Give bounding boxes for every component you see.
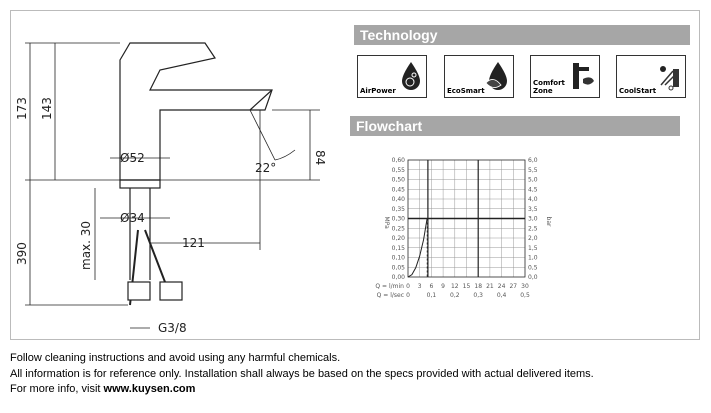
spec-frame bbox=[10, 10, 700, 340]
technology-header: Technology bbox=[354, 25, 690, 45]
x-tick-lmin: 18 bbox=[474, 283, 482, 290]
y-tick-left: 0,15 bbox=[392, 245, 406, 252]
y-tick-left: 0,00 bbox=[392, 274, 406, 281]
x-label-lmin: Q = l/min bbox=[375, 283, 404, 290]
coolstart-icon bbox=[660, 66, 679, 91]
x-tick-lmin: 0 bbox=[406, 283, 410, 290]
x-label-lsec: Q = l/sec bbox=[377, 292, 404, 299]
y-tick-left: 0,40 bbox=[392, 196, 406, 203]
footer-line-3: For more info, visit www.kuysen.com bbox=[10, 383, 195, 395]
y-tick-right: 5,0 bbox=[528, 177, 538, 184]
tech-ecosmart: EcoSmart bbox=[444, 55, 514, 98]
tech-label: AirPower bbox=[360, 87, 396, 95]
y-tick-right: 6,0 bbox=[528, 157, 538, 164]
dim-angle-22: 22° bbox=[255, 161, 276, 175]
y-tick-left: 0,35 bbox=[392, 206, 406, 213]
x-tick-lsec: 0,4 bbox=[497, 292, 507, 299]
tech-comfort-zone: Comfort Zone bbox=[530, 55, 600, 98]
x-tick-lsec: 0 bbox=[406, 292, 410, 299]
y-tick-right: 2,5 bbox=[528, 225, 538, 232]
flowchart-header: Flowchart bbox=[350, 116, 680, 136]
y-tick-right: 0,5 bbox=[528, 264, 538, 271]
x-tick-lmin: 6 bbox=[429, 283, 433, 290]
y-tick-left: 0,05 bbox=[392, 264, 406, 271]
x-tick-lmin: 3 bbox=[418, 283, 422, 290]
tech-airpower: AirPower bbox=[357, 55, 427, 98]
y-tick-right: 4,5 bbox=[528, 186, 538, 193]
x-tick-lsec: 0,1 bbox=[427, 292, 437, 299]
x-tick-lmin: 30 bbox=[521, 283, 529, 290]
y-label-right: bar bbox=[545, 217, 552, 227]
y-tick-right: 1,5 bbox=[528, 245, 538, 252]
x-tick-lsec: 0,3 bbox=[473, 292, 483, 299]
faucet-technical-drawing: 173 143 Ø52 22° 84 Ø34 max. 30 121 390 G… bbox=[15, 42, 327, 335]
footer-line-1: Follow cleaning instructions and avoid u… bbox=[10, 352, 341, 364]
x-tick-lmin: 21 bbox=[486, 283, 494, 290]
dim-173: 173 bbox=[15, 97, 29, 120]
y-tick-left: 0,30 bbox=[392, 216, 406, 223]
tech-label: Comfort Zone bbox=[533, 79, 565, 95]
x-tick-lmin: 27 bbox=[509, 283, 517, 290]
comfort-zone-faucet-icon bbox=[573, 63, 594, 89]
dim-390: 390 bbox=[15, 242, 29, 265]
dim-diameter-52: Ø52 bbox=[120, 151, 145, 165]
dim-diameter-34: Ø34 bbox=[120, 211, 145, 225]
y-tick-right: 1,0 bbox=[528, 255, 538, 262]
y-tick-right: 0,0 bbox=[528, 274, 538, 281]
y-tick-right: 5,5 bbox=[528, 167, 538, 174]
y-tick-left: 0,25 bbox=[392, 225, 406, 232]
y-tick-right: 4,0 bbox=[528, 196, 538, 203]
ecosmart-leaf-icon bbox=[485, 62, 507, 90]
y-label-left: MPa bbox=[383, 217, 390, 230]
y-tick-right: 3,5 bbox=[528, 206, 538, 213]
y-tick-left: 0,55 bbox=[392, 167, 406, 174]
dim-121: 121 bbox=[182, 236, 205, 250]
footer-prefix: For more info, visit bbox=[10, 383, 104, 395]
y-tick-left: 0,20 bbox=[392, 235, 406, 242]
x-tick-lmin: 12 bbox=[451, 283, 459, 290]
y-tick-left: 0,60 bbox=[392, 157, 406, 164]
x-tick-lsec: 0,5 bbox=[520, 292, 530, 299]
footer-line-2: All information is for reference only. I… bbox=[10, 368, 594, 380]
y-tick-right: 2,0 bbox=[528, 235, 538, 242]
website-link[interactable]: www.kuysen.com bbox=[103, 383, 196, 395]
y-tick-left: 0,45 bbox=[392, 186, 406, 193]
tech-coolstart: CoolStart bbox=[616, 55, 686, 98]
y-tick-left: 0,10 bbox=[392, 255, 406, 262]
x-tick-lmin: 24 bbox=[498, 283, 506, 290]
dim-g38: G3/8 bbox=[158, 321, 187, 335]
flow-curve bbox=[407, 218, 428, 278]
y-tick-right: 3,0 bbox=[528, 216, 538, 223]
tech-label: EcoSmart bbox=[447, 87, 485, 95]
faucet-base bbox=[119, 179, 161, 189]
x-tick-lmin: 9 bbox=[441, 283, 445, 290]
y-tick-left: 0,50 bbox=[392, 177, 406, 184]
dim-max-30: max. 30 bbox=[79, 221, 93, 270]
x-tick-lsec: 0,2 bbox=[450, 292, 460, 299]
dim-84: 84 bbox=[313, 150, 327, 165]
tech-label: CoolStart bbox=[619, 87, 657, 95]
airpower-drops-icon bbox=[402, 62, 420, 90]
x-tick-lmin: 15 bbox=[463, 283, 471, 290]
dim-143: 143 bbox=[40, 97, 54, 120]
